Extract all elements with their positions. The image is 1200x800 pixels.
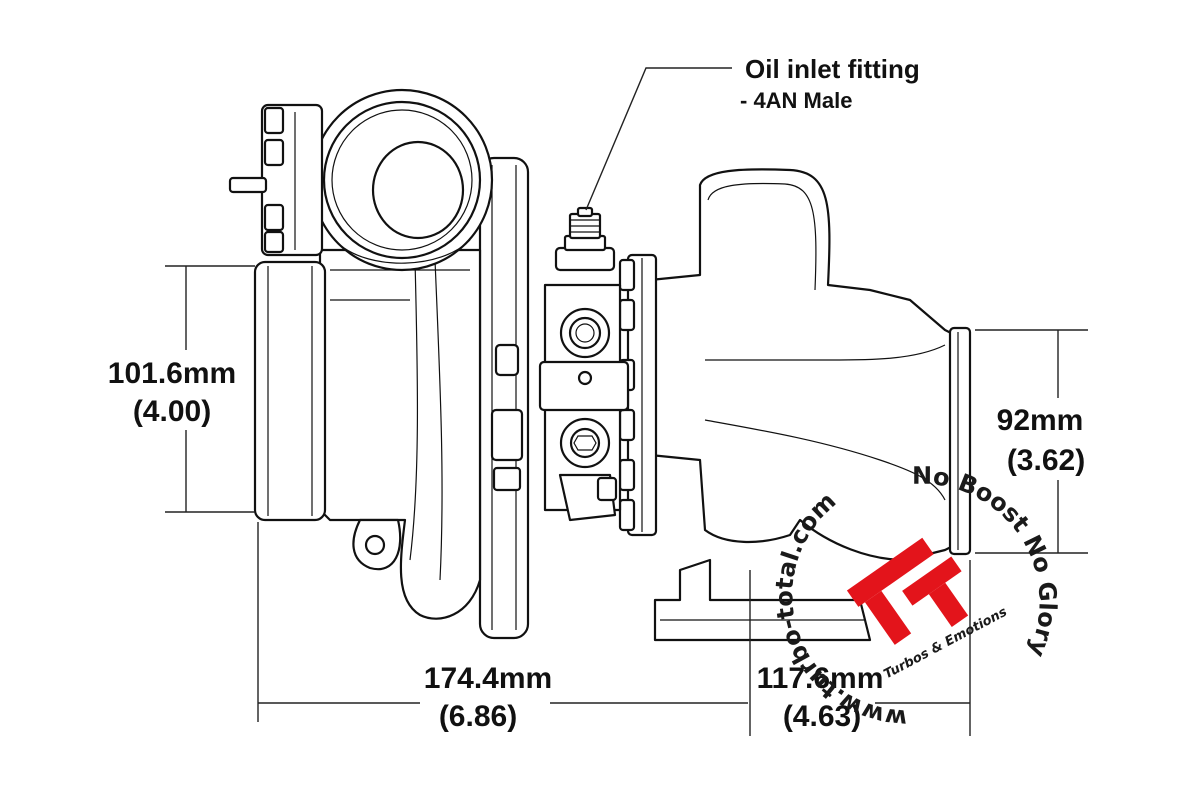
- length-dimension-in: (6.86): [439, 700, 517, 733]
- logo-stem-left: [864, 590, 912, 645]
- turbocharger-illustration: [228, 88, 972, 642]
- compressor-inlet: [253, 260, 327, 522]
- oil-inlet-callout: Oil inlet fitting - 4AN Male: [585, 54, 920, 211]
- outlet-dimension-mm: 92mm: [997, 404, 1084, 437]
- logo-stem-right: [928, 582, 969, 627]
- compressor-clamp: [478, 156, 530, 640]
- outlet-dimension: 92mm (3.62): [975, 329, 1088, 554]
- inlet-dimension-mm: 101.6mm: [108, 357, 236, 390]
- logo-bar-top: [846, 537, 934, 607]
- outlet-dimension-in: (3.62): [1007, 444, 1085, 477]
- bypass-valve: [228, 103, 324, 257]
- inlet-dimension: 101.6mm (4.00): [108, 265, 255, 513]
- flange-dimension-mm: 117.6mm: [757, 662, 884, 695]
- callout-subtitle: - 4AN Male: [740, 88, 852, 113]
- callout-title: Oil inlet fitting: [745, 54, 920, 84]
- compressor-housing: [318, 248, 482, 620]
- inlet-dimension-in: (4.00): [133, 395, 211, 428]
- length-dimension-mm: 174.4mm: [424, 662, 552, 695]
- compressor-outlet: [310, 88, 494, 272]
- oil-inlet-fitting: [554, 206, 616, 272]
- flange-dimension: 117.6mm (4.63): [749, 560, 971, 736]
- length-dimension: 174.4mm (6.86): [257, 522, 748, 733]
- center-housing: [538, 283, 630, 522]
- logo-bar-right: [902, 556, 962, 606]
- watermark-logo: [846, 537, 969, 645]
- flange-dimension-in: (4.63): [783, 700, 861, 733]
- callout-leader-line: [585, 67, 732, 211]
